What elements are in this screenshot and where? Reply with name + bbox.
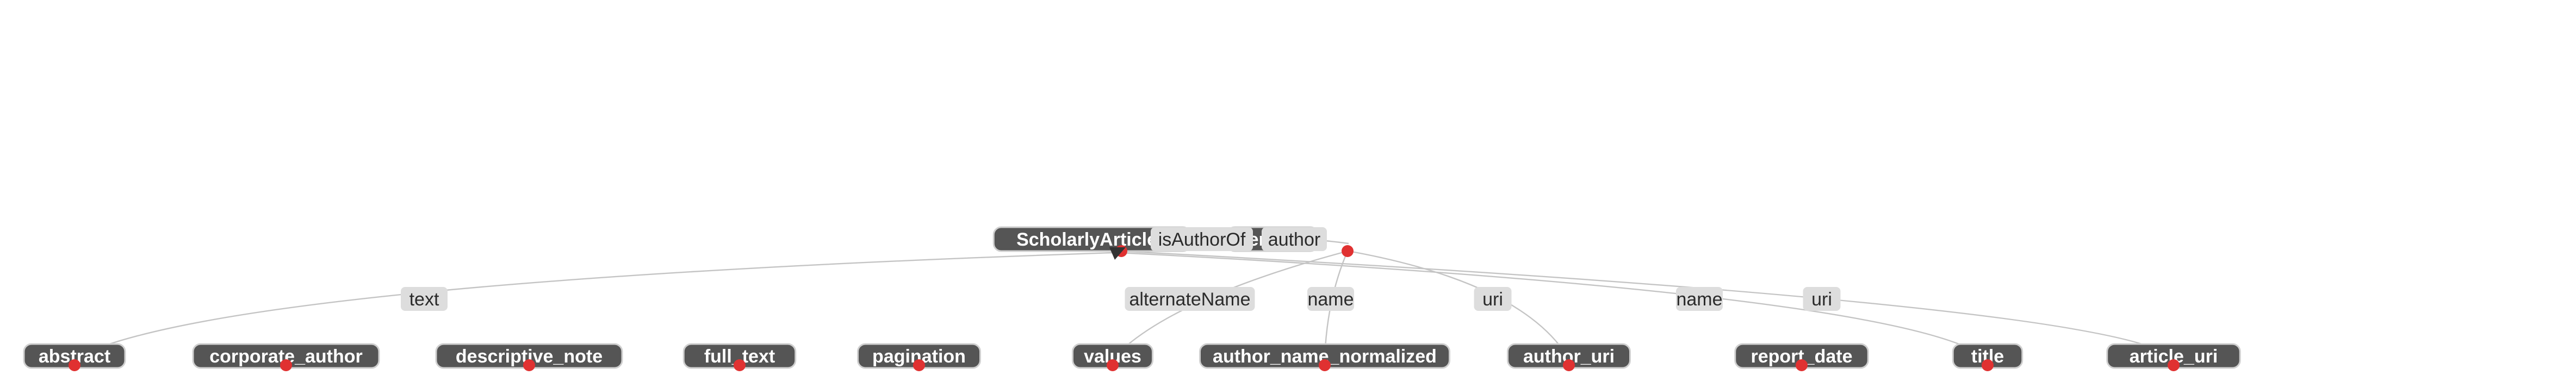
edge-label-text: author [1268, 229, 1320, 250]
node-article[interactable]: ScholarlyArticle1 [992, 226, 1191, 252]
edge-label-name: name [1307, 287, 1354, 311]
edge-label-uri: uri [1474, 287, 1512, 311]
node-author-name-normalized[interactable]: author_name_normalized [1199, 343, 1450, 369]
edge-label-text: name [1307, 289, 1354, 310]
anchor-handle-title[interactable] [1982, 359, 1994, 371]
edge-label-text: isAuthorOf [1158, 229, 1246, 250]
edge-label-text: name [1676, 289, 1722, 310]
anchor-handle-pagination[interactable] [913, 359, 925, 371]
edge-label-uri: uri [1803, 287, 1841, 311]
anchor-handle-author-name-normalized[interactable] [1319, 359, 1331, 371]
edge-article-article_uri [1120, 250, 2174, 359]
edge-label-author: author [1262, 227, 1327, 251]
edge-label-text: text [409, 289, 439, 310]
anchor-handle-article-uri[interactable] [2168, 359, 2180, 371]
anchor-handle-descriptive-note[interactable] [523, 359, 535, 371]
edge-label-text: alternateName [1129, 289, 1250, 310]
anchor-handle-corporate-author[interactable] [280, 359, 292, 371]
edge-article-abstract [73, 252, 1113, 360]
edge-label-alternatename: alternateName [1125, 287, 1255, 311]
anchor-handle-report-date[interactable] [1796, 359, 1808, 371]
anchor-handle-values[interactable] [1107, 359, 1119, 371]
edge-article-title [1120, 252, 1988, 359]
edge-label-text: uri [1482, 289, 1503, 310]
node-descriptive-note[interactable]: descriptive_note [435, 343, 623, 369]
edge-person-author_uri [1348, 250, 1570, 359]
edge-label-text: uri [1811, 289, 1832, 310]
anchor-handle-full-text[interactable] [734, 359, 746, 371]
node-corporate-author[interactable]: corporate_author [192, 343, 380, 369]
edge-label-isauthorof: isAuthorOf [1151, 227, 1253, 251]
anchor-handle-person[interactable] [1342, 245, 1354, 257]
node-label: ScholarlyArticle1 [1016, 229, 1168, 250]
edge-label-name: name [1676, 287, 1723, 311]
anchor-handle-author-uri[interactable] [1563, 359, 1575, 371]
edge-label-text: text [401, 287, 448, 311]
arrowhead-icon [1109, 247, 1126, 260]
anchor-handle-abstract[interactable] [69, 359, 80, 371]
